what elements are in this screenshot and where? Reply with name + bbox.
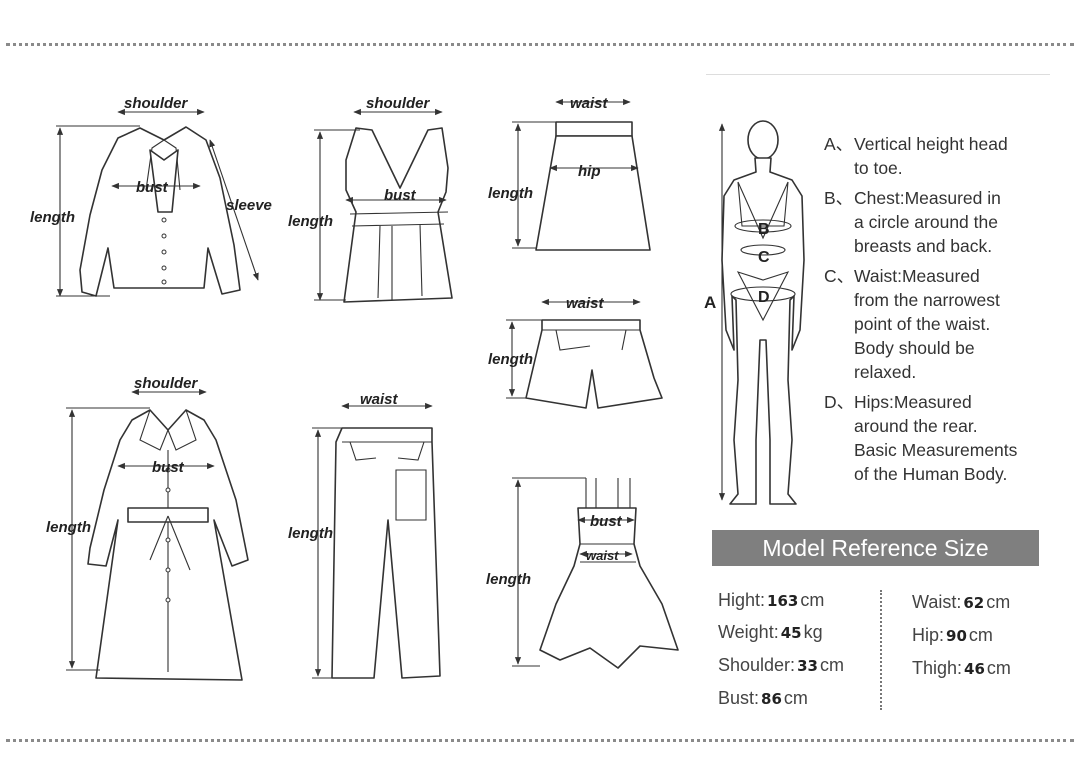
pants-length-label: length	[288, 525, 333, 542]
skirt-length-label: length	[488, 185, 533, 202]
skirt-waistband	[555, 121, 633, 137]
coat-bust-label: bust	[152, 459, 185, 476]
skirt-hip-label: hip	[578, 163, 601, 180]
vest-shoulder-label: shoulder	[366, 95, 431, 112]
shirt-shoulder-label: shoulder	[124, 95, 189, 112]
body-label-b: B	[758, 221, 770, 238]
coat-diagram: shoulder bust length	[46, 375, 249, 681]
desc-c: C、Waist:Measured from the narrowest poin…	[824, 266, 1000, 382]
vest-outline	[343, 127, 453, 303]
bottom-dotted-border	[6, 739, 1074, 742]
vest-bust-label: bust	[384, 187, 417, 204]
skirt-waist-label: waist	[570, 95, 609, 112]
top-dotted-border	[6, 43, 1074, 46]
body-label-c: C	[758, 249, 770, 266]
shorts-diagram: waist length	[488, 295, 663, 409]
shorts-length-label: length	[488, 351, 533, 368]
model-reference-title: Model Reference Size	[712, 530, 1039, 566]
shirt-bust-label: bust	[136, 179, 169, 196]
vest-length-label: length	[288, 213, 333, 230]
skirt-diagram: waist hip length	[488, 95, 651, 251]
desc-b: B、Chest:Measured in a circle around the …	[824, 188, 1001, 256]
dress-waist-label: waist	[586, 548, 619, 563]
body-label-a: A	[704, 293, 716, 312]
shorts-outline	[525, 319, 663, 409]
dress-outline	[539, 507, 679, 669]
coat-length-label: length	[46, 519, 91, 536]
shorts-waist-label: waist	[566, 295, 605, 312]
coat-shoulder-label: shoulder	[134, 375, 199, 392]
shirt-sleeve-label: sleeve	[226, 197, 272, 214]
desc-d: D、Hips:Measured around the rear. Basic M…	[824, 392, 1018, 484]
pants-waist-label: waist	[360, 391, 399, 408]
dress-bust-label: bust	[590, 513, 623, 530]
pants-outline	[331, 427, 441, 679]
vest-diagram: shoulder bust length	[288, 95, 453, 303]
dress-length-label: length	[486, 571, 531, 588]
pants-diagram: waist length	[288, 391, 441, 679]
shirt-diagram: shoulder bust sleeve length	[30, 95, 272, 297]
dress-diagram: bust waist length	[486, 477, 679, 669]
model-columns-separator	[880, 590, 882, 710]
body-label-d: D	[758, 289, 770, 306]
skirt-outline	[535, 135, 651, 251]
dress-straps	[585, 478, 631, 508]
header-divider	[706, 74, 1050, 75]
body-figure: A B C D	[704, 120, 805, 505]
body-outline	[721, 157, 805, 505]
shirt-buttons	[161, 217, 167, 285]
shirt-length-label: length	[30, 209, 75, 226]
desc-a: A、Vertical height head to toe.	[824, 134, 1008, 178]
measurement-descriptions: A、Vertical height head to toe. B、Chest:M…	[824, 132, 1064, 486]
